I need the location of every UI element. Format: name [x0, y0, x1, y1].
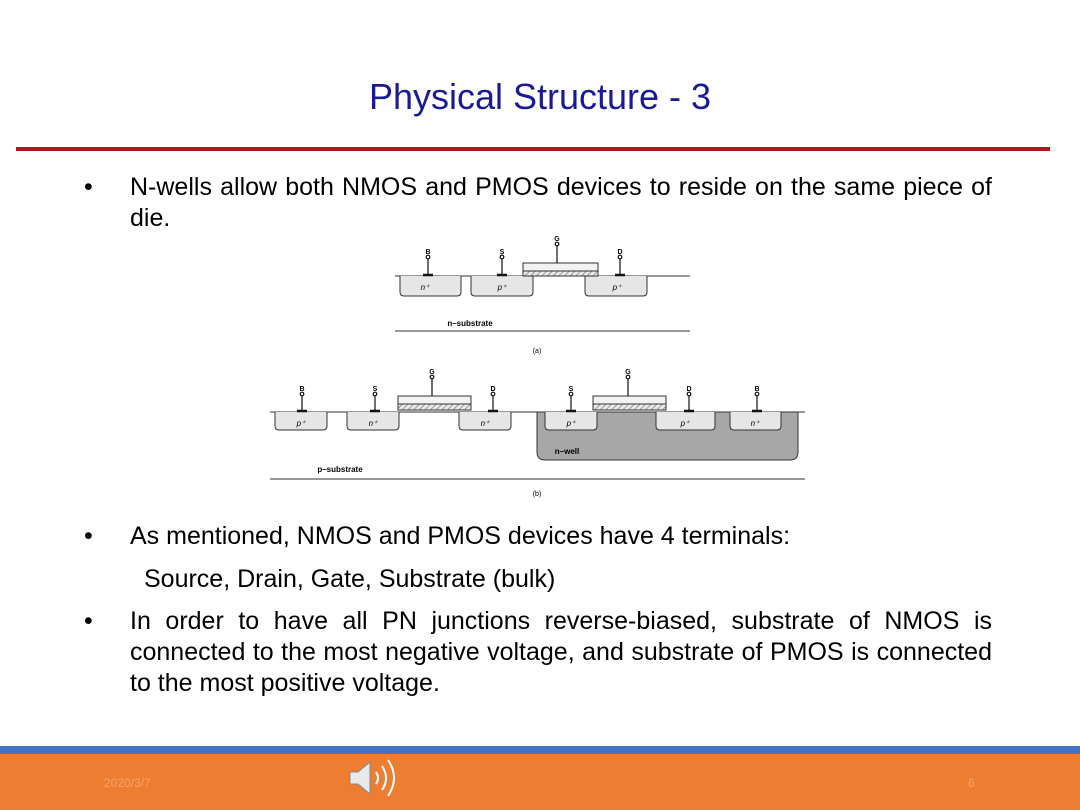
terminal-label: G: [625, 369, 631, 376]
gate-oxide-a: [522, 270, 599, 277]
figure-b: p⁺ n⁺ n⁺ p⁺ p⁺ n⁺ B S G: [270, 369, 805, 498]
region-b-1: [274, 412, 328, 431]
bullet-marker: •: [84, 607, 93, 635]
terminal-label: B: [299, 386, 304, 393]
region-label: p⁺: [612, 283, 622, 292]
region-label: p⁺: [680, 419, 690, 428]
region-a-2: [470, 276, 534, 297]
footer-bar: [0, 754, 1080, 810]
terminal-label: D: [490, 386, 495, 393]
speaker-icon[interactable]: [344, 754, 416, 804]
bullet-2-text: As mentioned, NMOS and PMOS devices have…: [130, 522, 791, 550]
region-a-1: [399, 276, 462, 297]
bullet-2-subtext: Source, Drain, Gate, Substrate (bulk): [144, 565, 556, 593]
region-b-3: [458, 412, 512, 431]
figure-a: n⁺ p⁺ p⁺ B S G D n–substrate (a): [395, 236, 690, 355]
terminal-label: D: [617, 249, 622, 256]
region-label: p⁺: [296, 419, 306, 428]
terminal-label: S: [569, 386, 574, 393]
terminal-label: G: [554, 236, 560, 243]
caption-a: (a): [533, 348, 542, 355]
region-label: n⁺: [421, 283, 430, 292]
region-a-3: [584, 276, 648, 297]
bullet-marker: •: [84, 173, 93, 201]
terminal-label: D: [686, 386, 691, 393]
bullet-1-text: N-wells allow both NMOS and PMOS devices…: [130, 173, 992, 232]
terminal-label: B: [754, 386, 759, 393]
gate-oxide-b2: [592, 403, 667, 411]
region-b-5: [655, 412, 716, 431]
bullet-3-text: In order to have all PN junctions revers…: [130, 607, 992, 697]
terminal-label: B: [425, 249, 430, 256]
well-label: n–well: [555, 447, 579, 456]
gate-oxide-b1: [397, 403, 472, 411]
bullet-marker: •: [84, 522, 93, 550]
region-b-4: [544, 412, 598, 431]
footer-date: 2020/3/7: [104, 776, 151, 790]
gate-poly-a: [522, 262, 599, 272]
bullet-1: • N-wells allow both NMOS and PMOS devic…: [84, 172, 992, 234]
region-label: n⁺: [369, 419, 378, 428]
substrate-label-a: n–substrate: [447, 319, 493, 328]
region-label: n⁺: [751, 419, 760, 428]
terminal-label: S: [500, 249, 505, 256]
region-label: n⁺: [481, 419, 490, 428]
caption-b: (b): [533, 491, 542, 498]
region-label: p⁺: [497, 283, 507, 292]
slide-number: 6: [968, 776, 975, 790]
terminal-label: S: [373, 386, 378, 393]
region-label: p⁺: [566, 419, 576, 428]
bullet-2: • As mentioned, NMOS and PMOS devices ha…: [84, 521, 992, 552]
terminal-label: G: [429, 369, 435, 376]
bullet-3: • In order to have all PN junctions reve…: [84, 606, 992, 699]
slide-title: Physical Structure - 3: [368, 76, 712, 117]
region-b-6: [729, 412, 782, 431]
title-underline: [16, 147, 1050, 151]
gate-poly-b2: [592, 395, 667, 405]
footer-accent-bar: [0, 746, 1080, 754]
region-b-2: [346, 412, 400, 431]
substrate-label-b: p–substrate: [317, 465, 363, 474]
gate-poly-b1: [397, 395, 472, 405]
cmos-cross-section-figure: n⁺ p⁺ p⁺ B S G D n–substrate (a): [270, 236, 805, 498]
